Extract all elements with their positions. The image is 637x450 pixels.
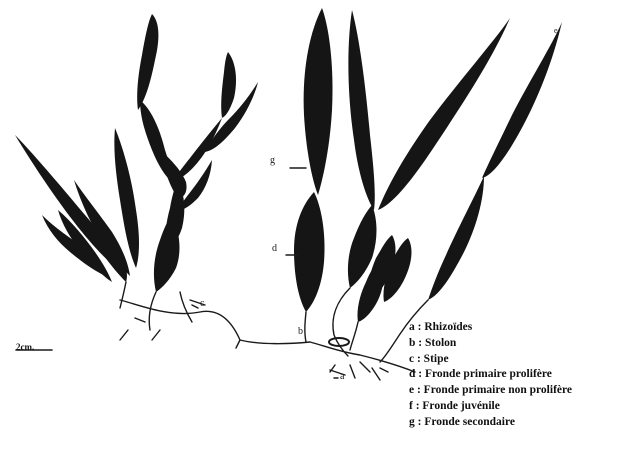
frond-primary-upper	[304, 8, 333, 195]
legend-item-a: a : Rhizoïdes	[409, 320, 572, 336]
callout-g: g	[270, 155, 275, 166]
rhizoids	[120, 318, 388, 380]
legend-item-g: g : Fronde secondaire	[409, 415, 572, 431]
callout-line-c	[192, 305, 198, 308]
stipe-primary	[305, 312, 306, 342]
legend-item-f: f : Fronde juvénile	[409, 399, 572, 415]
fronds	[15, 8, 562, 322]
legend-item-d: d : Fronde primaire prolifère	[409, 367, 572, 383]
legend-item-e: e : Fronde primaire non prolifère	[409, 383, 572, 399]
frond-mid-6	[172, 118, 222, 182]
frond-primary-lower	[294, 192, 325, 312]
frond-mid-1	[137, 14, 158, 110]
stipe-juvenile	[350, 322, 358, 350]
scale-bar-label: 2cm.	[16, 342, 34, 352]
callout-b: b	[298, 326, 303, 337]
stipe-left	[120, 282, 126, 308]
callout-e: e	[554, 26, 558, 35]
stipe-mid	[149, 292, 156, 330]
frond-right-lower	[428, 176, 484, 300]
legend: a : Rhizoïdes b : Stolon c : Stipe d : F…	[409, 320, 572, 431]
legend-item-b: b : Stolon	[409, 336, 572, 352]
frond-mid-4	[221, 52, 236, 118]
callout-c: c	[200, 298, 204, 309]
legend-item-c: c : Stipe	[409, 352, 572, 368]
stolons-and-rhizoids	[16, 168, 428, 380]
callout-a: a	[340, 371, 344, 382]
frond-diagonal	[378, 18, 510, 210]
frond-mid-9	[154, 215, 180, 292]
frond-tall-2-upper	[348, 10, 374, 210]
callout-d: d	[272, 243, 277, 254]
